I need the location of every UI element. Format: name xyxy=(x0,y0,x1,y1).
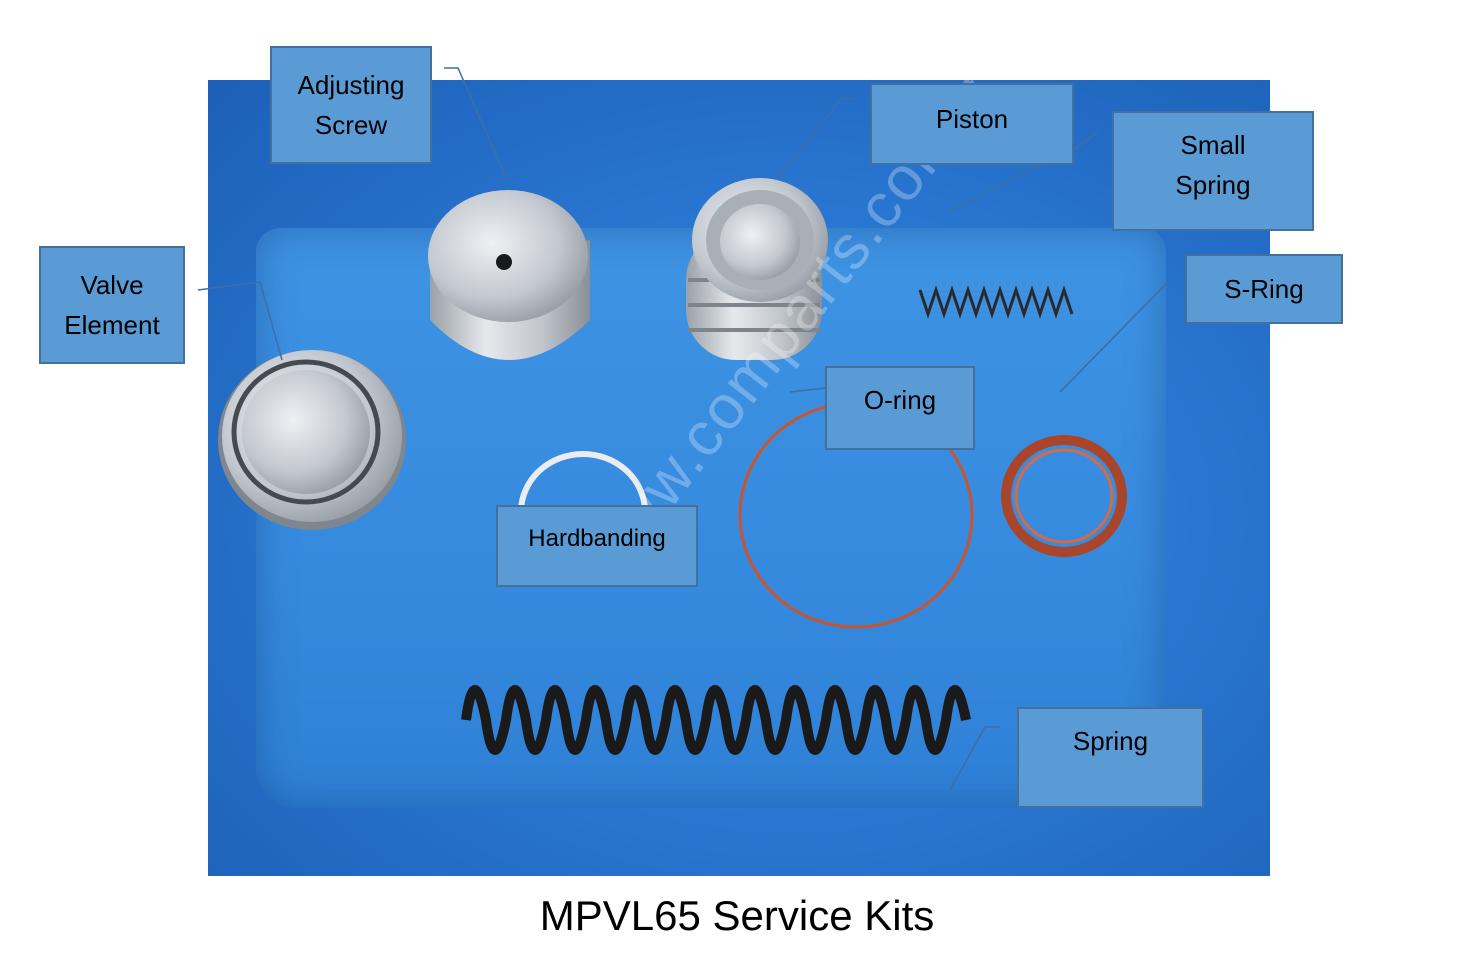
o-ring-label: O-ring xyxy=(825,366,975,450)
adjusting-screw-label: Adjusting Screw xyxy=(270,46,432,164)
figure-caption: MPVL65 Service Kits xyxy=(539,892,935,939)
main-spring-part xyxy=(461,685,971,755)
piston-part xyxy=(686,178,828,360)
s-ring-part xyxy=(1001,435,1127,557)
small-spring-label: Small Spring xyxy=(1112,111,1314,231)
spring-label: Spring xyxy=(1017,707,1204,808)
adjusting-screw-part xyxy=(428,190,590,360)
piston-label: Piston xyxy=(870,83,1074,165)
small-spring-part xyxy=(918,285,1074,319)
hardbanding-label: Hardbanding xyxy=(496,505,698,587)
valve-element-part xyxy=(218,350,406,530)
s-ring-label: S-Ring xyxy=(1185,254,1343,324)
valve-element-label: Valve Element xyxy=(39,246,185,364)
parts-photo: www.comparts.com.tr xyxy=(208,80,1270,876)
